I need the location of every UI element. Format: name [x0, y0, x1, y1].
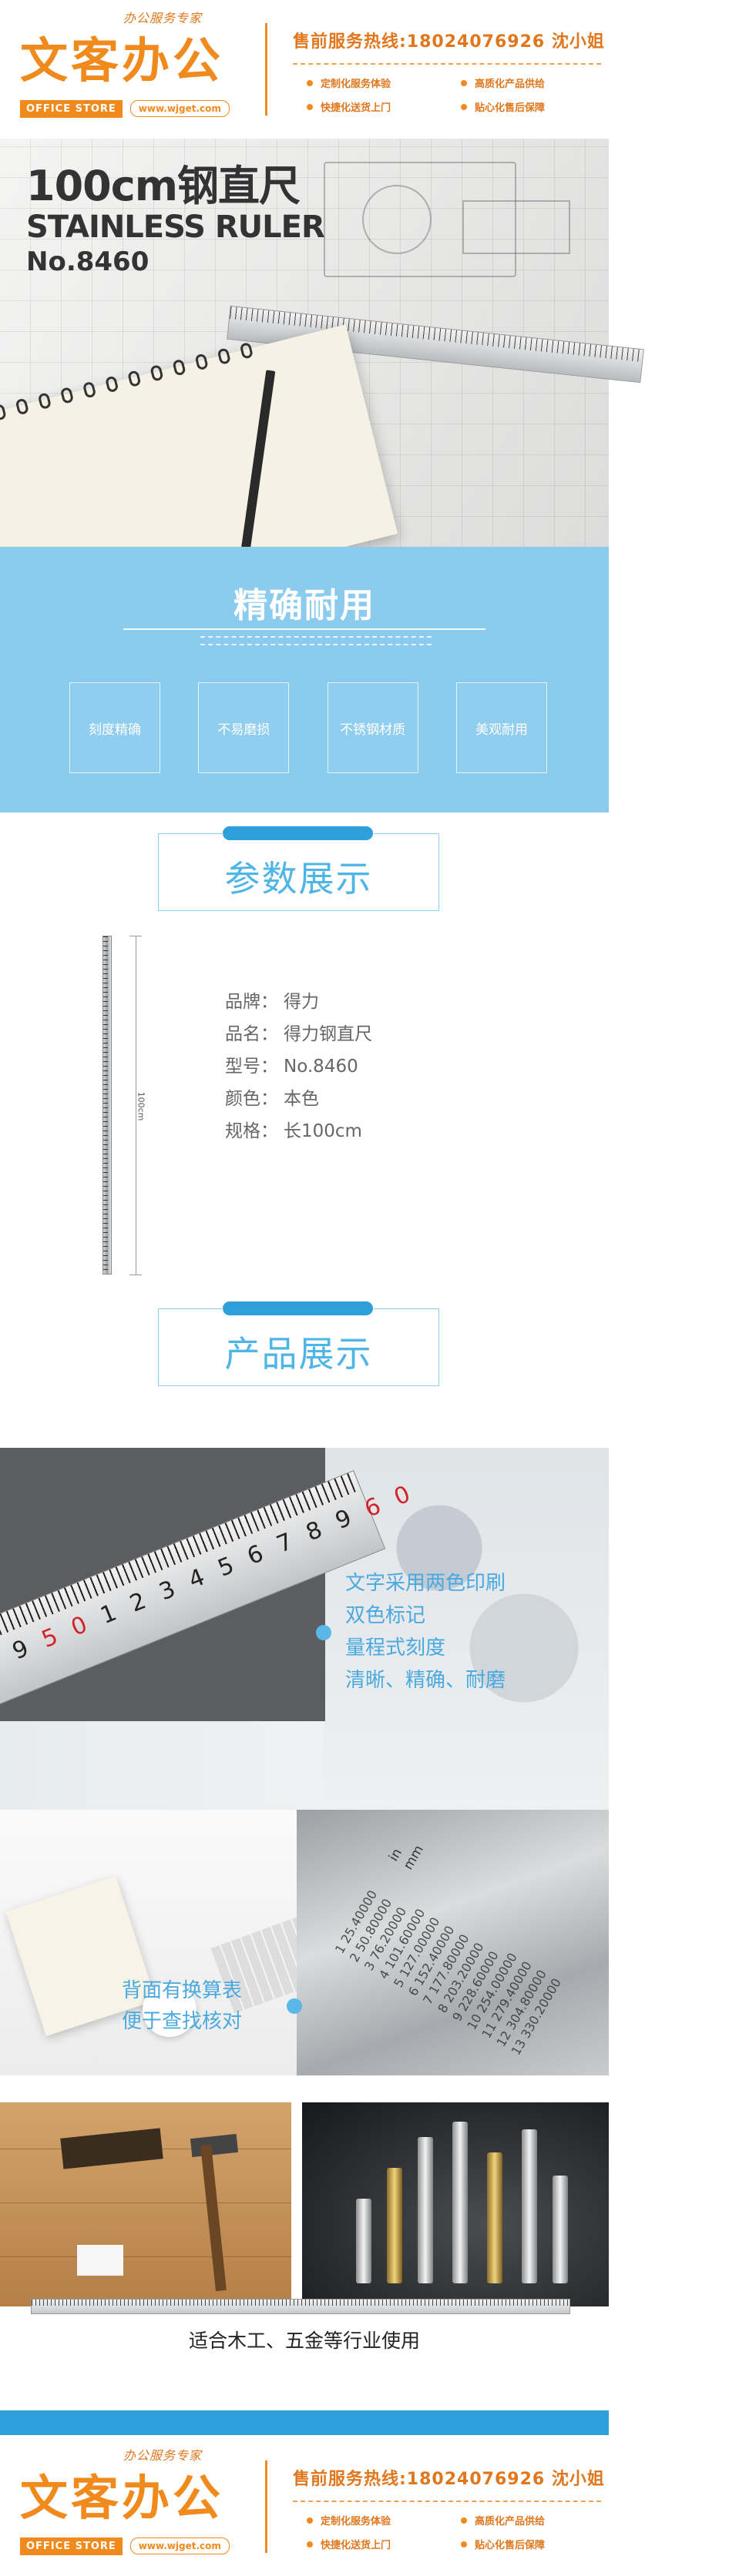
band-title: 精确耐用: [233, 586, 375, 625]
feature-box: 美观耐用: [455, 682, 547, 773]
heading-frame: [158, 1308, 439, 1386]
hero-banner: 100cm钢直尺 STAINLESS RULER No.8460: [0, 139, 644, 631]
bullet-dot-icon: [307, 103, 313, 110]
blueprint-sketch: [324, 162, 516, 277]
feature-box: 刻度精确: [69, 682, 160, 773]
store-tag-row: OFFICE STORE www.wjget.com: [20, 2536, 251, 2556]
bullet-dot-icon: [307, 2541, 313, 2548]
feature-item: 快捷化送货上门: [307, 99, 461, 114]
feature-item: 定制化服务体验: [307, 2513, 461, 2527]
bullet-dot-icon: [461, 103, 467, 110]
card-image: [77, 2245, 123, 2276]
feature-item: 贴心化售后保障: [461, 99, 607, 114]
band-divider: [123, 628, 485, 630]
store-footer: 办公服务专家 文客办公 OFFICE STORE www.wjget.com 售…: [0, 2437, 609, 2576]
vertical-ruler-image: [102, 936, 112, 1275]
bullet-dot-icon: [307, 2517, 313, 2524]
website-link[interactable]: www.wjget.com: [129, 100, 230, 117]
long-ruler-image: [31, 2299, 570, 2314]
store-header: 办公服务专家 文客办公 OFFICE STORE www.wjget.com 售…: [0, 0, 609, 139]
precise-band: 精确耐用 刻度精确 不易磨损 不锈钢材质 美观耐用: [0, 547, 609, 812]
feature-box: 不易磨损: [198, 682, 290, 773]
feature-item: 快捷化送货上门: [307, 2537, 461, 2551]
office-background: [324, 1448, 609, 1810]
params-section-heading: 参数展示: [158, 826, 439, 911]
service-features: 定制化服务体验 高质化产品供给 快捷化送货上门 贴心化售后保障: [307, 2513, 607, 2551]
store-logo[interactable]: 文客办公: [20, 2470, 224, 2526]
band-divider: [200, 644, 432, 645]
product-image-print: 895012345678960 文字采用两色印刷 双色标记 量程式刻度 清晰、精…: [0, 1448, 609, 1810]
footer-blue-bar: [0, 2410, 609, 2435]
store-tag-row: OFFICE STORE www.wjget.com: [20, 99, 251, 119]
store-logo[interactable]: 文客办公: [20, 32, 224, 89]
footer-divider: [265, 2460, 267, 2553]
bullet-dot-icon: [461, 2517, 467, 2524]
feature-item: 贴心化售后保障: [461, 2537, 607, 2551]
param-row: 颜色：本色: [225, 1089, 319, 1109]
header-divider: [265, 23, 267, 116]
store-tag: OFFICE STORE: [20, 2537, 123, 2555]
heading-pill: [223, 1301, 373, 1315]
hero-title: 100cm钢直尺: [26, 162, 301, 210]
band-divider: [200, 636, 432, 638]
usage-caption: 适合木工、五金等行业使用: [188, 2330, 420, 2352]
feature-item: 高质化产品供给: [461, 75, 607, 90]
param-row: 规格：长100cm: [225, 1121, 362, 1141]
ruler-back-image: [297, 1810, 609, 2075]
back-feature-text: 背面有换算表 便于查找核对: [122, 1979, 243, 2033]
service-features: 定制化服务体验 高质化产品供给 快捷化送货上门 贴心化售后保障: [307, 75, 607, 114]
hero-model: No.8460: [26, 246, 149, 277]
bullet-dot-icon: [461, 2541, 467, 2548]
footer-dashed-line: [293, 2501, 601, 2502]
params-title: 参数展示: [224, 858, 373, 899]
bullet-dot-icon: [287, 1998, 302, 2014]
param-row: 型号：No.8460: [225, 1057, 358, 1077]
cup-image: [143, 1983, 197, 2037]
store-slogan: 办公服务专家: [123, 2448, 203, 2463]
feature-boxes: 刻度精确 不易磨损 不锈钢材质 美观耐用: [69, 682, 547, 773]
bullet-dot-icon: [307, 79, 313, 86]
bullet-dot-icon: [316, 1625, 331, 1640]
feature-box: 不锈钢材质: [327, 682, 418, 773]
product-section-heading: 产品展示: [158, 1301, 439, 1386]
hotline-text: 售前服务热线:18024076926 沈小姐: [293, 32, 605, 52]
hammer-handle: [200, 2144, 227, 2292]
feature-item: 高质化产品供给: [461, 2513, 607, 2527]
param-row: 品名：得力钢直尺: [225, 1024, 372, 1044]
store-slogan: 办公服务专家: [123, 11, 203, 25]
param-row: 品牌：得力: [225, 992, 319, 1012]
feature-item: 定制化服务体验: [307, 75, 461, 90]
params-list: 品牌：得力 品名：得力钢直尺 型号：No.8460 颜色：本色 规格：长100c…: [225, 986, 372, 1147]
woodwork-image: [0, 2102, 291, 2306]
hammer-icon: [190, 2133, 239, 2158]
heading-frame: [158, 833, 439, 911]
dimension-label: 100cm: [136, 1091, 146, 1121]
hero-subtitle: STAINLESS RULER: [26, 209, 325, 245]
hotline-text: 售前服务热线:18024076926 沈小姐: [293, 2470, 605, 2489]
metalwork-image: [302, 2102, 609, 2306]
product-title: 产品展示: [224, 1333, 373, 1375]
header-dashed-line: [293, 63, 601, 65]
bullet-dot-icon: [461, 79, 467, 86]
website-link[interactable]: www.wjget.com: [129, 2537, 230, 2554]
blueprint-sketch: [462, 200, 570, 254]
plane-tool-image: [60, 2128, 163, 2169]
store-tag: OFFICE STORE: [20, 99, 123, 118]
product-image-back: in mm 1 25.40000 2 50.80000 3 76.20000 4…: [0, 1810, 609, 2075]
heading-pill: [223, 826, 373, 840]
print-feature-text: 文字采用两色印刷 双色标记 量程式刻度 清晰、精确、耐磨: [345, 1572, 506, 1692]
blueprint-sketch: [362, 185, 432, 254]
